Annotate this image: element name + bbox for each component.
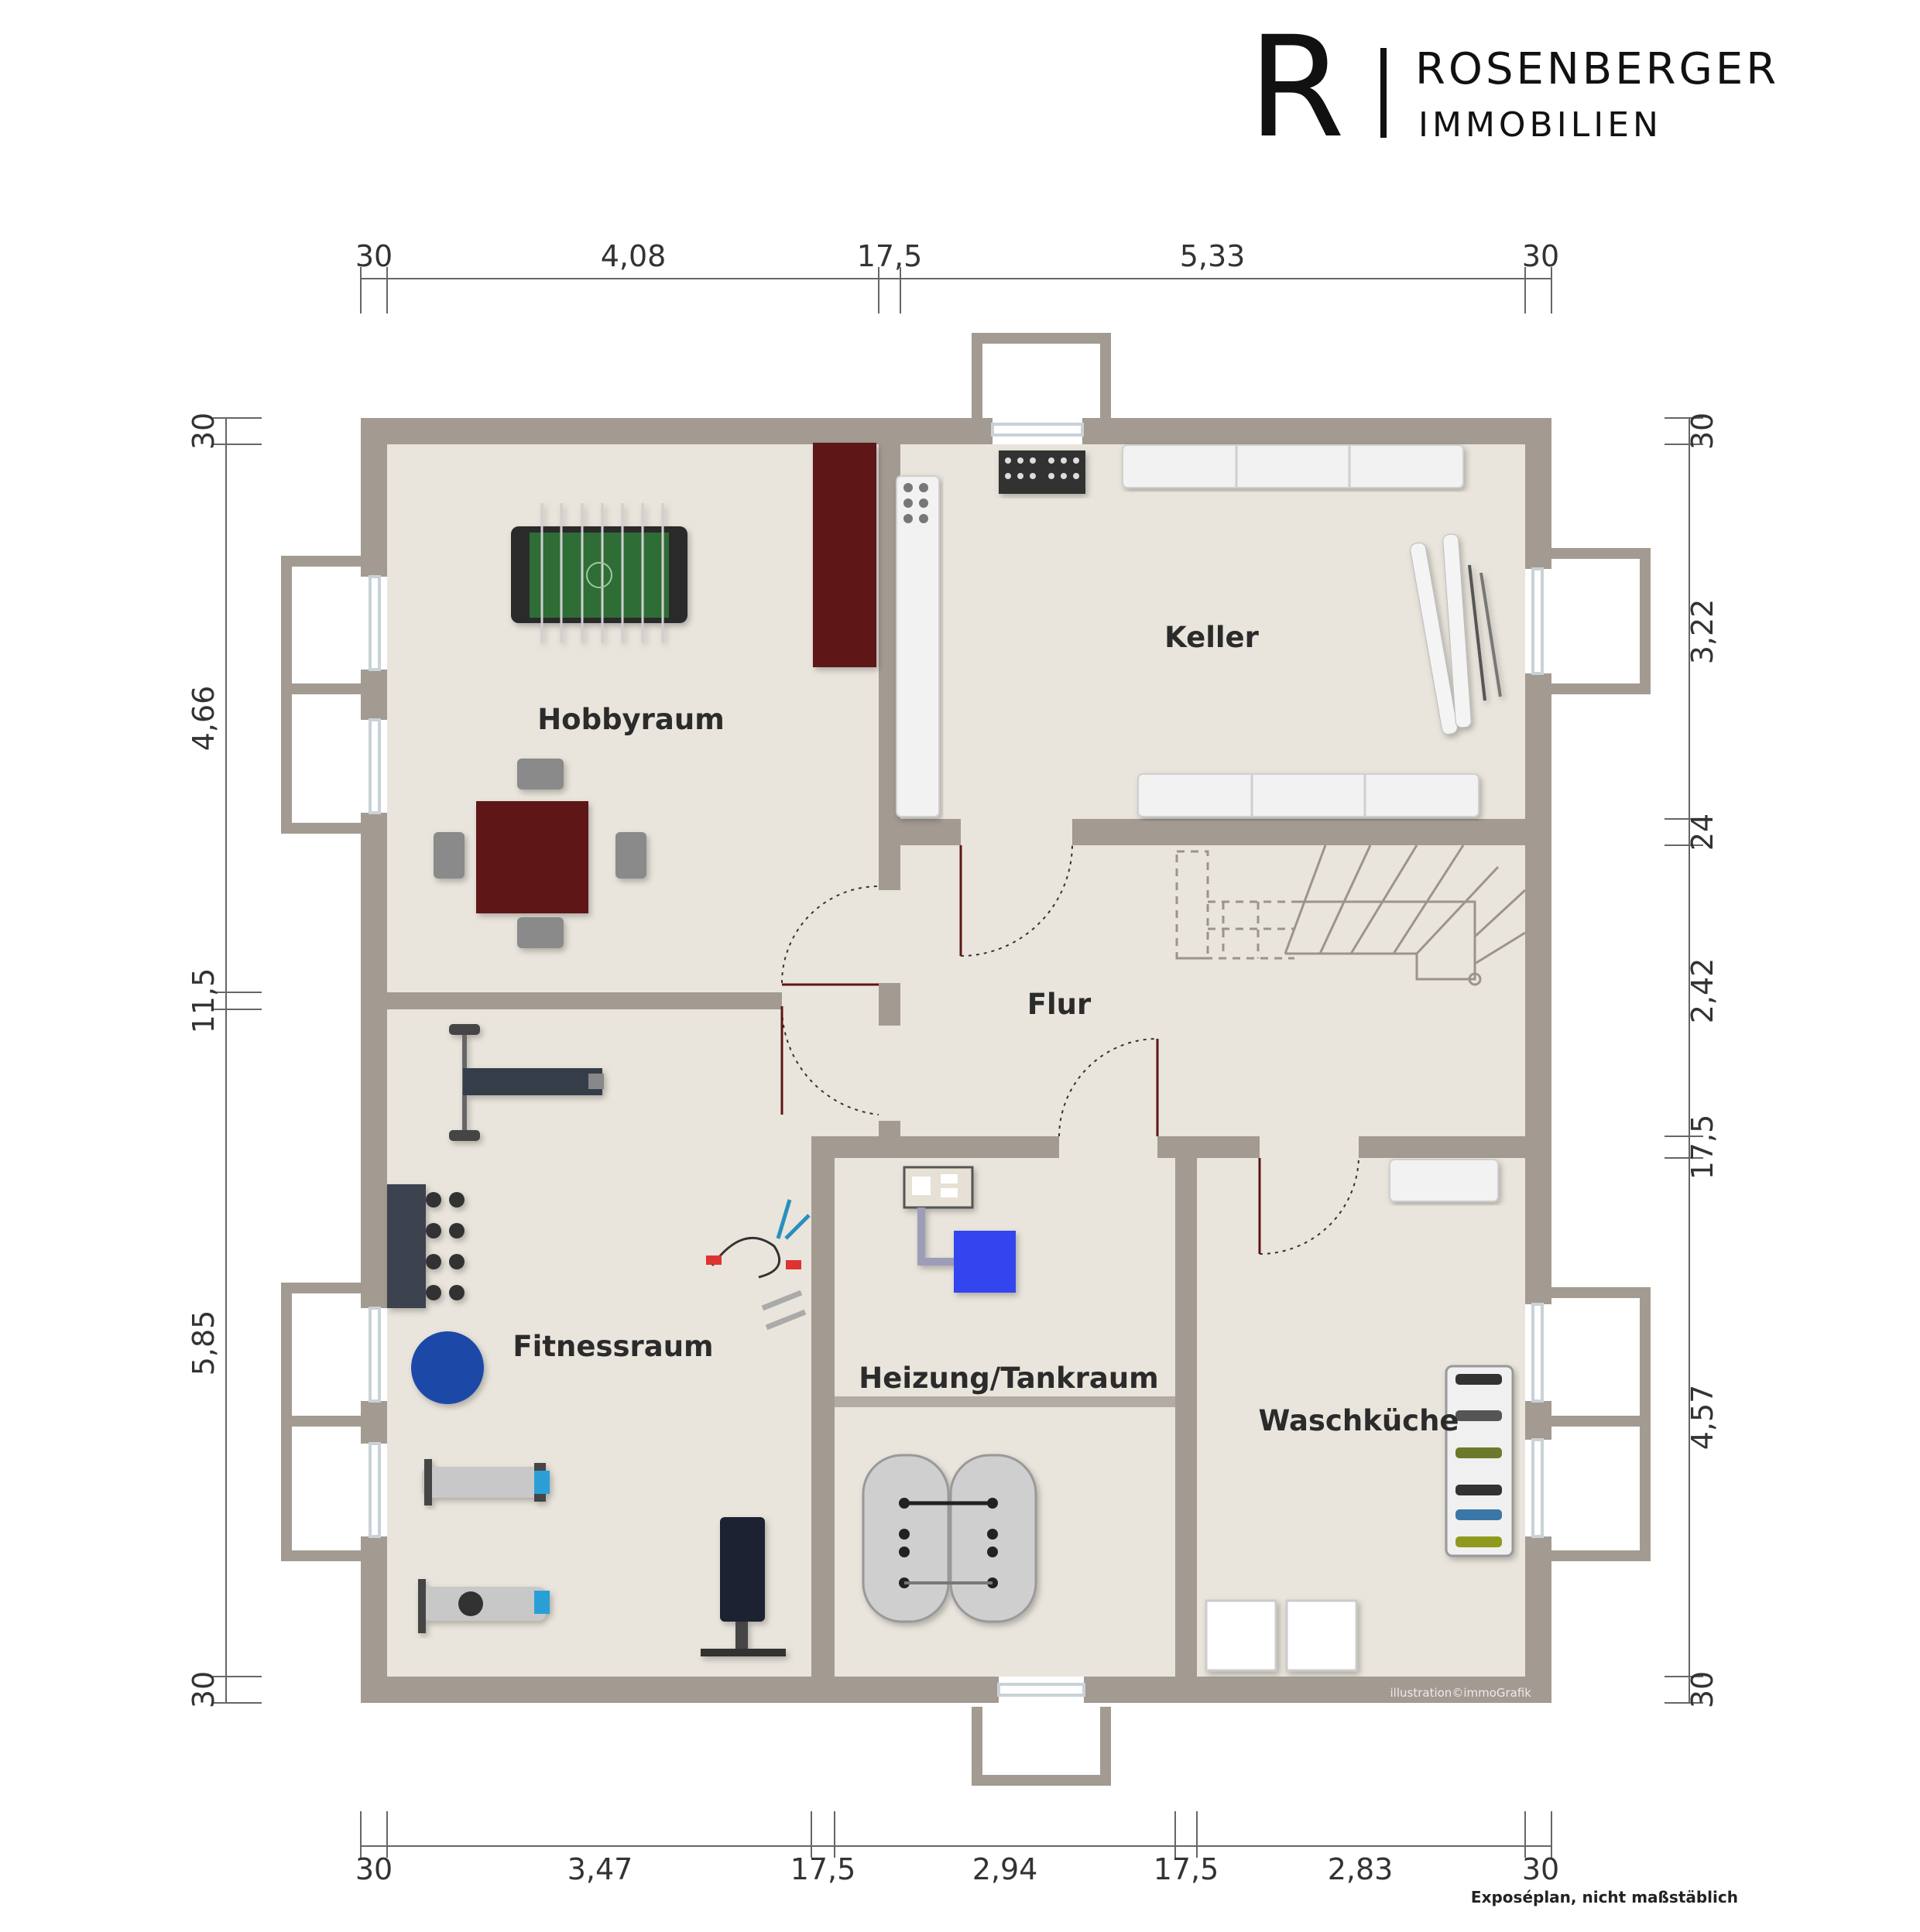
wooden-cabinet xyxy=(813,443,876,667)
shoe-rack xyxy=(1445,1365,1514,1557)
dim-top-4: 30 xyxy=(1522,239,1559,273)
incline-bench xyxy=(701,1517,786,1656)
exercise-bike xyxy=(418,1579,550,1633)
dim-right-4: 17,5 xyxy=(1685,1115,1719,1180)
oil-tanks xyxy=(862,1454,1037,1623)
foosball-table xyxy=(511,503,687,642)
dim-right-1: 3,22 xyxy=(1685,599,1719,665)
room-label-keller: Keller xyxy=(1164,621,1260,654)
dim-left-3: 5,85 xyxy=(187,1310,221,1376)
washing-machines xyxy=(1205,1599,1358,1672)
logo-divider xyxy=(1380,48,1387,138)
shelf-bottom xyxy=(1137,773,1479,817)
staircase xyxy=(1175,844,1527,986)
windows xyxy=(369,423,1544,1697)
dim-bottom-3: 2,94 xyxy=(972,1852,1038,1886)
doors xyxy=(780,844,1359,1255)
dim-bottom-6: 30 xyxy=(1522,1852,1559,1886)
dim-left-2: 11,5 xyxy=(187,968,221,1034)
dim-top-0: 30 xyxy=(355,239,393,273)
dim-right-2: 24 xyxy=(1685,814,1719,851)
dim-right-0: 30 xyxy=(1685,413,1719,450)
dining-table-with-chairs xyxy=(434,759,646,948)
room-label-heizung: Heizung/Tankraum xyxy=(859,1362,1158,1395)
plan-note: Exposéplan, nicht maßstäblich xyxy=(1471,1888,1738,1906)
walls xyxy=(361,418,1551,1703)
skis xyxy=(1410,533,1502,735)
dim-bottom-2: 17,5 xyxy=(790,1852,856,1886)
illustration-credit: illustration©immoGrafik xyxy=(1390,1686,1532,1700)
dim-left-0: 30 xyxy=(187,413,221,450)
logo-company: ROSENBERGER xyxy=(1415,44,1779,94)
dim-left-4: 30 xyxy=(187,1671,221,1708)
dim-top-3: 5,33 xyxy=(1180,239,1246,273)
dim-bottom-5: 2,83 xyxy=(1328,1852,1394,1886)
dim-top-1: 4,08 xyxy=(601,239,667,273)
drinks-crates xyxy=(999,450,1085,494)
company-logo: R ROSENBERGER IMMOBILIEN xyxy=(1248,7,1779,169)
room-label-waschkueche: Waschküche xyxy=(1258,1404,1459,1437)
resistance-band xyxy=(706,1199,811,1331)
dim-bottom-4: 17,5 xyxy=(1154,1852,1219,1886)
boiler xyxy=(903,1166,1016,1293)
shelf-vertical xyxy=(896,475,940,817)
dimension-lines xyxy=(213,267,1703,1858)
dim-right-6: 30 xyxy=(1685,1671,1719,1708)
dim-left-1: 4,66 xyxy=(187,686,221,752)
dim-bottom-1: 3,47 xyxy=(567,1852,633,1886)
shelf-top xyxy=(1122,444,1464,488)
dim-right-5: 4,57 xyxy=(1685,1385,1719,1451)
dim-top-2: 17,5 xyxy=(857,239,923,273)
dim-right-3: 2,42 xyxy=(1685,958,1719,1024)
room-label-hobbyraum: Hobbyraum xyxy=(537,703,725,736)
logo-subtitle: IMMOBILIEN xyxy=(1418,105,1662,145)
rowing-machine xyxy=(422,1459,550,1506)
laundry-shelf xyxy=(1389,1159,1499,1202)
dumbbell-rack xyxy=(387,1184,465,1308)
logo-mark: R xyxy=(1248,7,1345,169)
dim-bottom-0: 30 xyxy=(355,1852,393,1886)
room-label-flur: Flur xyxy=(1027,988,1092,1021)
weight-bench xyxy=(449,1024,604,1141)
lightwells xyxy=(281,333,1651,1786)
room-label-fitnessraum: Fitnessraum xyxy=(513,1330,713,1363)
exercise-ball xyxy=(411,1331,484,1404)
